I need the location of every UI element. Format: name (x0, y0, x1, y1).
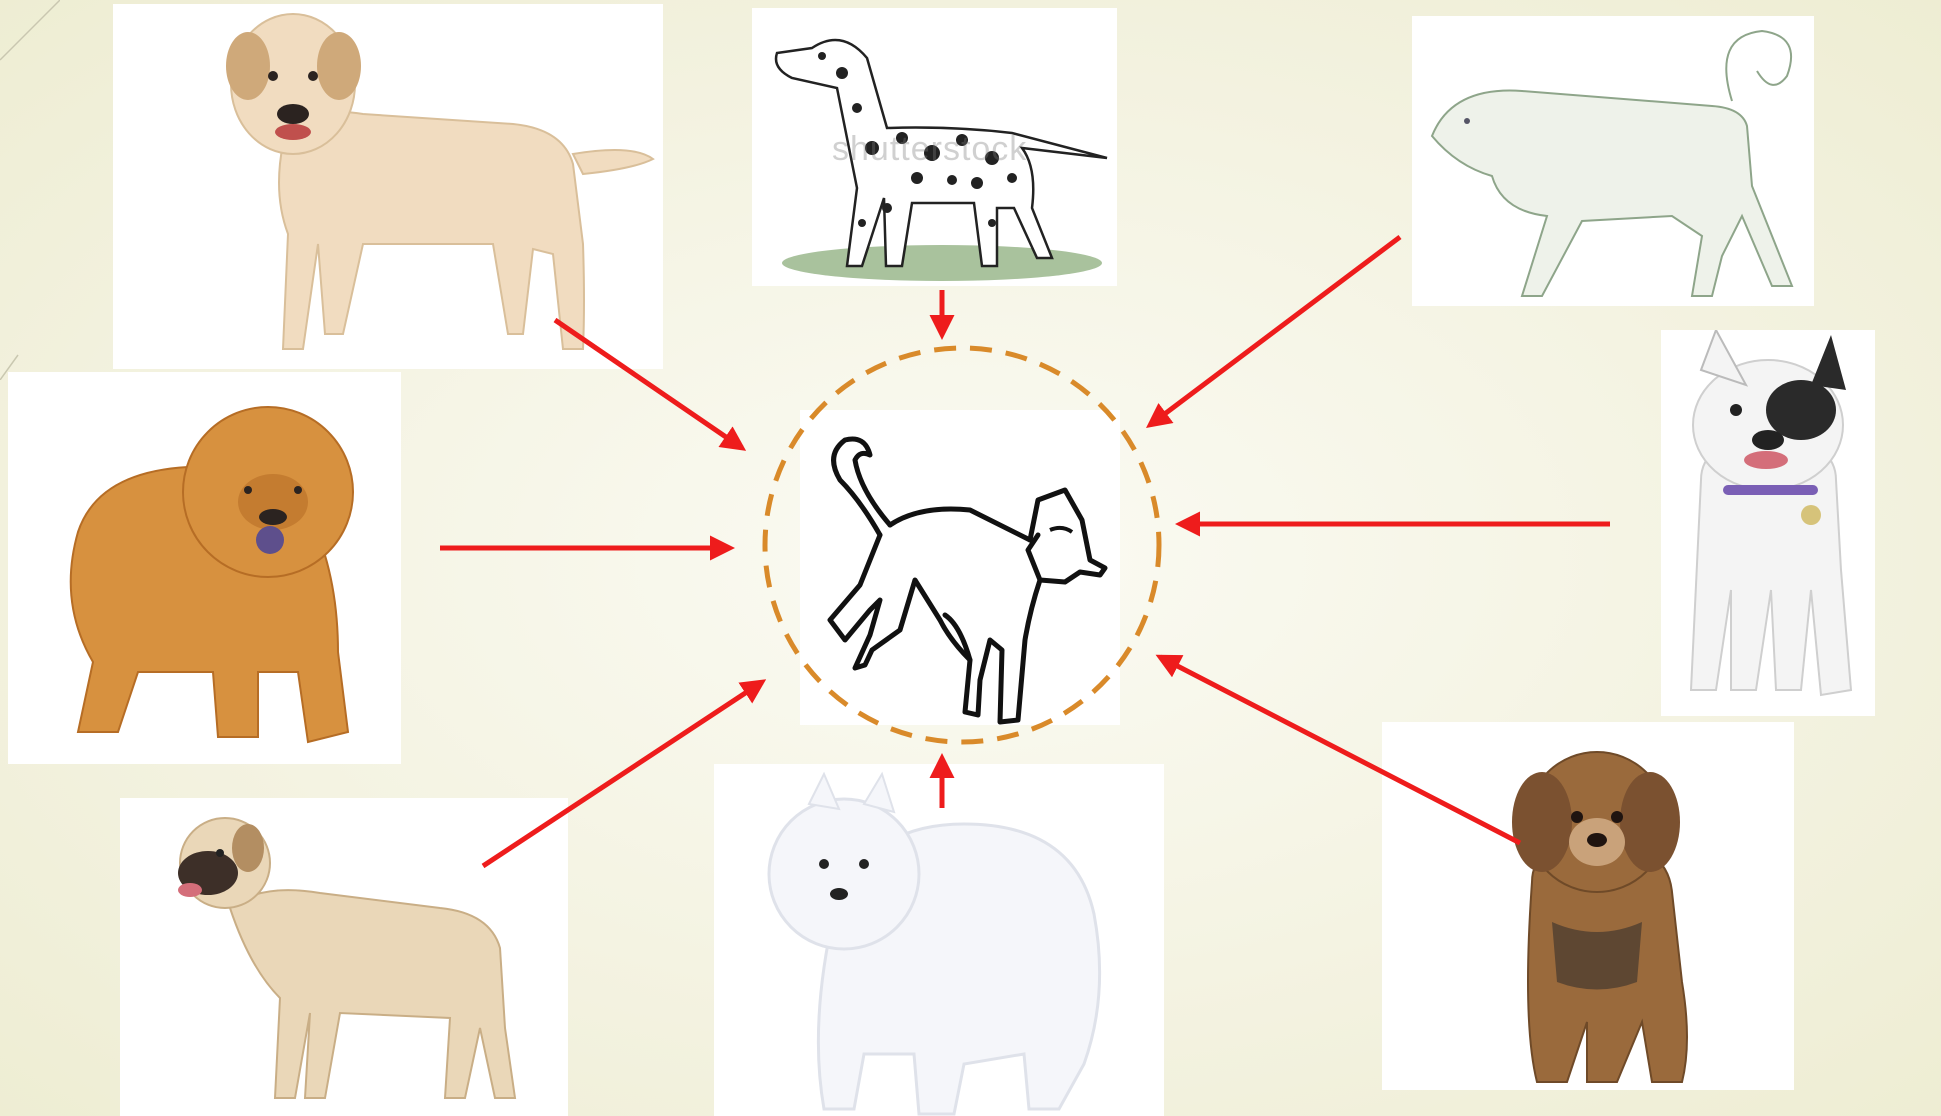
french-bulldog-photo (1661, 330, 1875, 716)
dalmatian-drawing: shutterstock (752, 8, 1117, 286)
dog-outline-icon (800, 410, 1120, 725)
yorkie-mix-photo (1382, 722, 1794, 1090)
sketched-dog-drawing (1412, 16, 1814, 306)
samoyed-photo (714, 764, 1164, 1116)
center-dog-card (800, 410, 1120, 725)
arrow-sketch (1150, 237, 1400, 425)
labrador-photo (113, 4, 663, 369)
chow-chow-photo (8, 372, 401, 764)
corner-decoration (0, 0, 60, 380)
anatolian-shepherd-photo (120, 798, 568, 1116)
watermark-text: shutterstock (832, 130, 1027, 169)
